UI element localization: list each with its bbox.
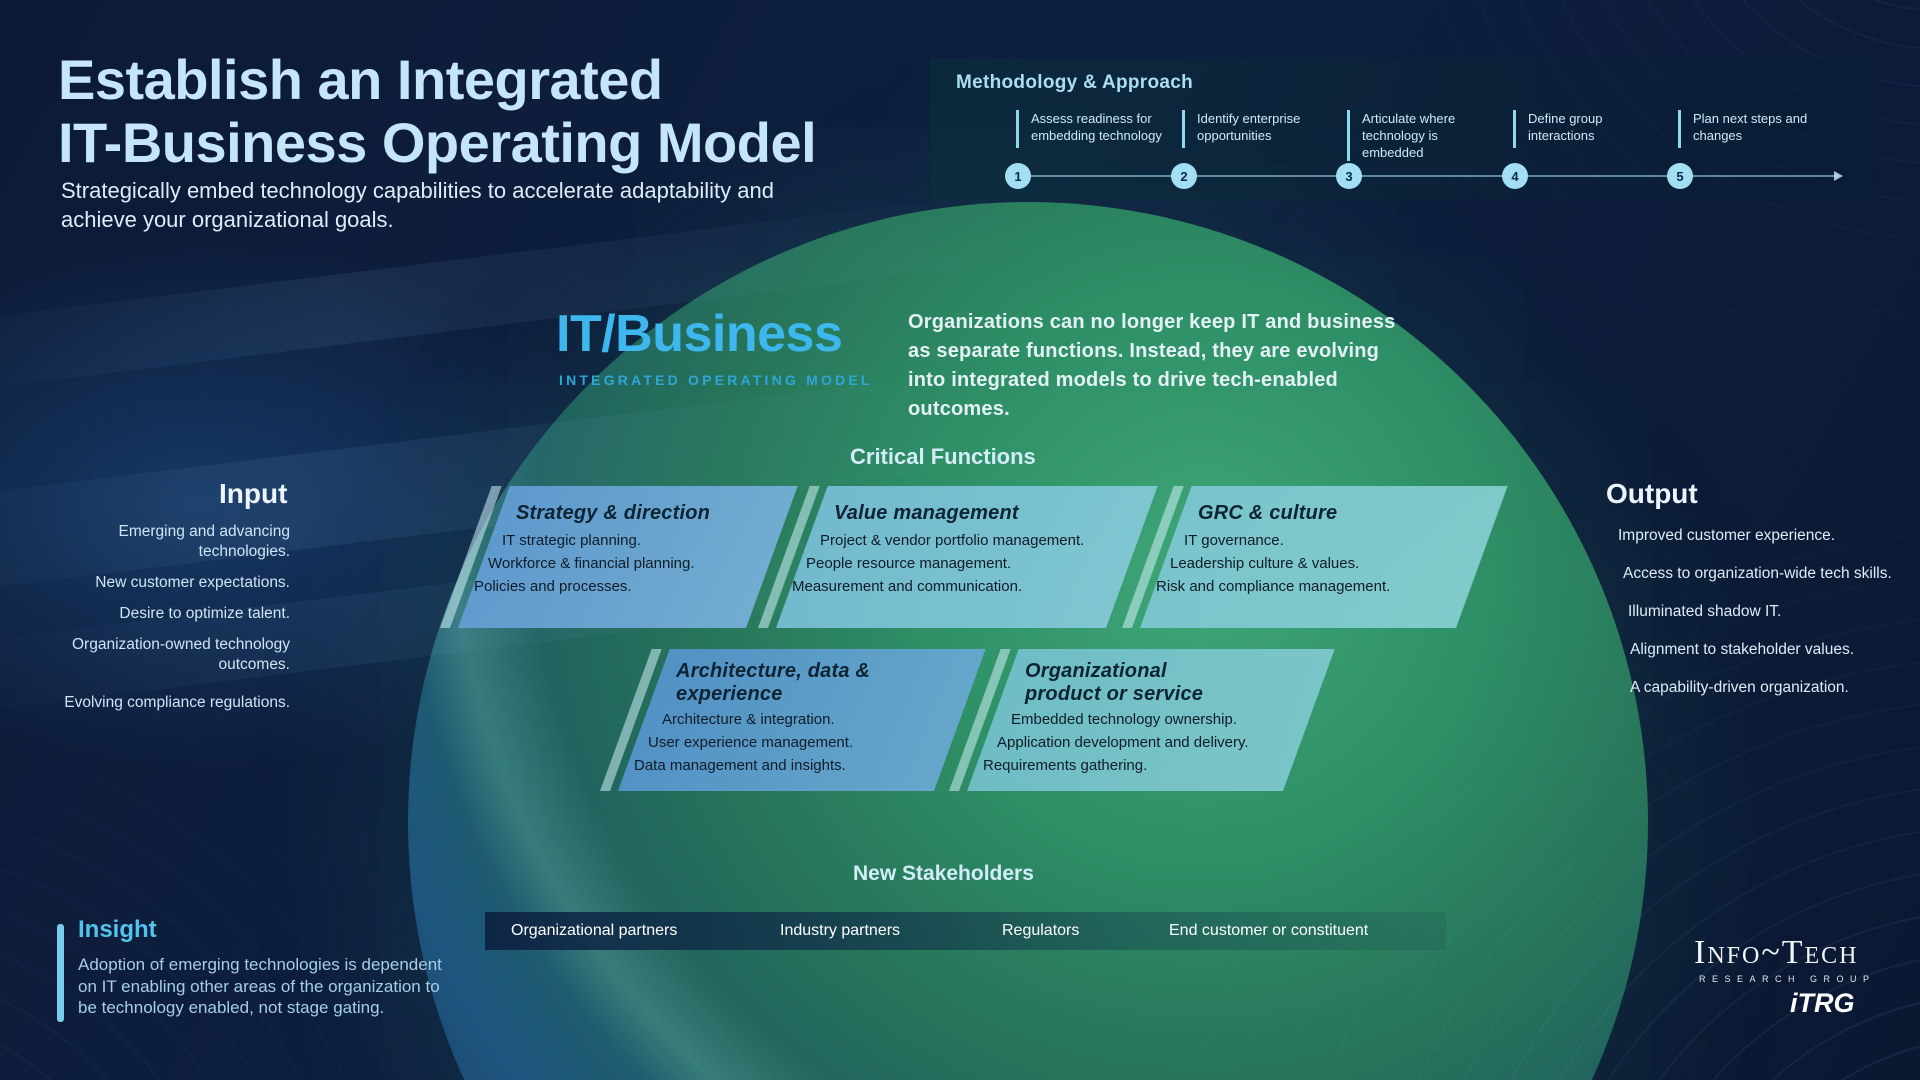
methodology-step-1: Assess readiness for embedding technolog… [1016,110,1168,148]
card-architecture-data-experience: Architecture, data & experience Architec… [618,649,986,791]
card-item: People resource management. [806,555,1012,572]
stakeholder-label: Industry partners [780,922,901,939]
swirl-texture-bottom-left [0,610,650,1080]
card-title: Architecture, data & experience [676,660,871,705]
card-content: Organizational product or service Embedd… [967,649,1283,791]
stakeholder-label: Organizational partners [511,922,678,939]
input-section-title: Input [219,478,288,509]
page-title-line2: IT-Business Operating Model [58,111,817,174]
methodology-panel: Methodology & Approach Assess readiness … [930,58,1878,200]
timeline-arrow-icon [1834,171,1843,181]
card-content: GRC & culture IT governance. Leadership … [1140,486,1456,628]
methodology-title: Methodology & Approach [956,72,1194,93]
card-item: IT strategic planning. [502,532,641,549]
card-item: Application development and delivery. [997,734,1249,751]
card-strategy-direction: Strategy & direction IT strategic planni… [458,486,798,628]
new-stakeholders-title: New Stakeholders [853,862,1034,885]
input-item: Evolving compliance regulations. [64,694,290,711]
stakeholder-label: Regulators [1002,922,1080,939]
card-title: Value management [834,502,1019,524]
methodology-step-3-label: Articulate where technology is embedded [1362,111,1456,160]
page-title: Establish an Integrated IT-Business Oper… [58,48,817,174]
brand-description: Organizations can no longer keep IT and … [908,311,1396,420]
methodology-step-5: Plan next steps and changes [1678,110,1838,148]
methodology-step-1-label: Assess readiness for embedding technolog… [1031,111,1162,143]
output-item: Alignment to stakeholder values. [1630,641,1855,658]
output-item: Access to organization-wide tech skills. [1623,565,1892,582]
card-value-management: Value management Project & vendor portfo… [776,486,1158,628]
card-item: IT governance. [1184,532,1284,549]
insight-text: Adoption of emerging technologies is dep… [78,955,442,1017]
output-item: Improved customer experience. [1618,527,1836,544]
methodology-step-2-label: Identify enterprise opportunities [1197,111,1301,143]
card-item: Leadership culture & values. [1170,555,1360,572]
stakeholders-bar: Organizational partners Industry partner… [485,912,1446,950]
timeline-step-circle-4: 4 [1502,163,1528,189]
output-section-title: Output [1606,478,1698,509]
card-item: User experience management. [648,734,854,751]
insight-title: Insight [78,916,157,943]
card-organizational-product-service: Organizational product or service Embedd… [967,649,1335,791]
card-item: Project & vendor portfolio management. [820,532,1085,549]
methodology-step-4: Define group interactions [1513,110,1665,148]
timeline-line [1018,175,1838,177]
methodology-step-5-label: Plan next steps and changes [1693,111,1808,143]
input-item: Organization-owned technology outcomes. [72,636,290,673]
brand-logo-text: IT/Business [556,305,843,363]
timeline-step-circle-5: 5 [1667,163,1693,189]
stakeholder-label: End customer or constituent [1169,922,1369,939]
input-item: Desire to optimize talent. [119,605,290,622]
input-list: Emerging and advancing technologies. New… [55,522,290,724]
methodology-step-3: Articulate where technology is embedded [1347,110,1499,161]
card-content: Architecture, data & experience Architec… [618,649,934,791]
card-item: Requirements gathering. [983,757,1148,774]
input-item: Emerging and advancing technologies. [118,523,290,560]
timeline-step-circle-1: 1 [1005,163,1031,189]
methodology-step-2: Identify enterprise opportunities [1182,110,1334,148]
input-item: New customer expectations. [95,574,290,591]
timeline-step-circle-2: 2 [1171,163,1197,189]
output-item: A capability-driven organization. [1630,679,1849,696]
card-item: Data management and insights. [634,757,846,774]
card-item: Embedded technology ownership. [1011,711,1237,728]
page-subtitle: Strategically embed technology capabilit… [61,178,774,232]
info-tech-logo: Info~Tech [1694,934,1859,971]
timeline-step-circle-3: 3 [1336,163,1362,189]
card-item: Workforce & financial planning. [488,555,695,572]
output-item: Illuminated shadow IT. [1628,603,1782,620]
card-grc-culture: GRC & culture IT governance. Leadership … [1140,486,1508,628]
critical-functions-title: Critical Functions [850,444,1036,469]
card-item: Risk and compliance management. [1156,578,1391,595]
card-item: Measurement and communication. [792,578,1023,595]
card-content: Value management Project & vendor portfo… [776,486,1106,628]
card-title: Strategy & direction [516,502,711,524]
itrg-logo: iTRG [1790,988,1855,1018]
card-content: Strategy & direction IT strategic planni… [458,486,746,628]
output-list: Improved customer experience. Access to … [1618,526,1920,716]
card-title: GRC & culture [1198,502,1338,524]
insight-accent-bar [57,924,64,1022]
methodology-step-4-label: Define group interactions [1528,111,1603,143]
card-item: Architecture & integration. [662,711,835,728]
page-title-line1: Establish an Integrated [58,48,663,111]
info-tech-logo-subtitle: RESEARCH GROUP [1699,974,1876,984]
card-title: Organizational product or service [1025,660,1204,705]
brand-tagline: INTEGRATED OPERATING MODEL [559,372,873,388]
card-item: Policies and processes. [474,578,632,595]
